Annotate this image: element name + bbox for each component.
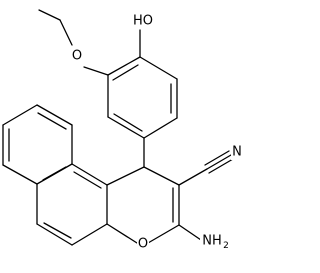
pyran-bond-o-c4a [106,223,138,244]
pyran-bond-c10b-c1 [106,166,145,186]
nitrile-triple-2 [204,150,230,166]
structure-canvas: HO O N NH 2 O [2,9,243,252]
molecule-drawing: HO O N NH 2 O [2,9,243,252]
phenol-ring-bond-1 [107,56,141,76]
ether-oxygen-label: O [72,49,82,64]
mid-ring-bond-c6-c5 [36,223,73,246]
hydroxyl-label-bg [131,13,155,29]
left-ring-bond-5 [2,164,38,185]
amino-subscript: 2 [223,241,229,251]
left-ring-bond-3 [2,104,38,126]
phenol-ring-bond-5 [107,116,145,139]
nitrile-triple-1 [206,154,232,170]
amino-label-bg [200,231,230,251]
mid-ring-bond-c10b-c10a [71,163,108,186]
ether-oxygen-label-bg [71,48,83,64]
nitrile-nitrogen-label-bg [231,144,243,160]
ring-oxygen-label: O [138,237,148,252]
phenol-ring-bond-1-inner [112,64,139,81]
pyran-bond-c3-o [147,224,180,244]
ethyl-ch3-ch2-bond [38,9,61,21]
ethyl-ch2-oxygen-bond [59,19,73,46]
left-ring-bond-2 [36,104,73,126]
bonds-layer [2,9,234,246]
pyran-bond-c1-c2 [143,166,180,186]
oxygen-ring-bond [83,66,109,76]
mid-ring-bond-c5-c4a [71,223,108,246]
left-ring-bond-2-inner [37,112,67,130]
amino-label: NH [202,234,222,249]
labels-layer: HO O N NH 2 O [71,13,243,252]
phenol-ring-bond-2 [139,56,178,80]
nitrile-triple-3 [208,158,234,174]
left-ring-bond-6-inner [42,166,67,181]
phenol-ring-bond-4 [143,117,178,139]
nitrile-bond-single [178,168,208,186]
mid-ring-bond-c6-c5-inner [43,222,72,239]
ring-oxygen-label-bg [137,236,149,252]
hydroxyl-label: HO [133,14,153,29]
nitrile-nitrogen-label: N [232,145,242,160]
amino-bond [178,224,202,241]
mid-ring-bond-c10b-c10a-inner [73,171,102,189]
phenol-ring-bond-5-inner [113,113,143,132]
